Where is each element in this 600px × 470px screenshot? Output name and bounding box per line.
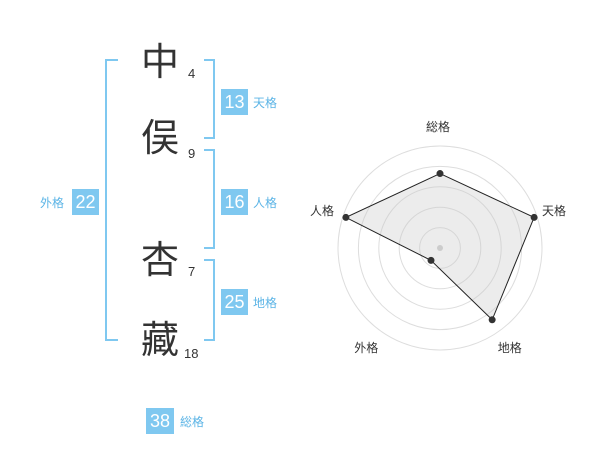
stroke-count-3: 7 [188,264,196,279]
radar-grid-ring [419,227,461,269]
gaikaku-label: 外格 [40,196,65,210]
chikaku-label: 地格 [253,296,278,310]
radar-center-dot [437,245,443,251]
radar-chart-svg [337,145,543,351]
chikaku-value: 25 [221,289,248,315]
name-char-1: 中 [141,40,180,84]
radar-point-1 [436,170,444,178]
radar-points [342,170,538,324]
stroke-count-4: 18 [184,346,199,361]
name-char-3: 杏 [141,238,180,282]
name-diagram: 中 4 俣 9 杏 7 藏 18 13 天格 16 人格 25 地格 外格 22… [40,40,278,434]
radar-grid-ring [337,145,543,351]
radar-grid-ring [378,186,502,310]
name-char-4: 藏 [141,318,180,362]
radar-axis-label-4: 外格 [354,340,379,355]
soukaku-value: 38 [146,408,174,434]
bracket-lines [105,59,215,341]
radar-axis-label-5: 人格 [309,204,334,219]
stroke-count-2: 9 [188,146,196,161]
radar-axis-label-1: 総格 [426,120,451,134]
name-char-2: 俣 [141,116,180,160]
radar-grid-ring [398,206,482,290]
soukaku-label: 総格 [180,415,205,429]
gaikaku-value: 22 [72,189,99,215]
jinkaku-value: 16 [221,189,248,215]
radar-point-3 [488,316,496,324]
radar-axis-label-3: 地格 [497,340,522,355]
radar-point-5 [342,213,350,221]
tenkaku-value: 13 [221,89,248,115]
tenkaku-bracket [204,59,215,139]
stroke-count-1: 4 [188,66,196,81]
jinkaku-label: 人格 [253,196,278,210]
jinkaku-bracket [204,149,215,249]
radar-chart: 総格天格地格 外格 人格 [300,100,600,370]
radar-point-2 [530,213,538,221]
gaikaku-bracket [105,59,118,341]
tenkaku-label: 天格 [253,96,278,110]
chikaku-bracket [204,259,215,341]
radar-axis-label-2: 天格 [542,204,567,219]
radar-point-4 [427,256,435,264]
